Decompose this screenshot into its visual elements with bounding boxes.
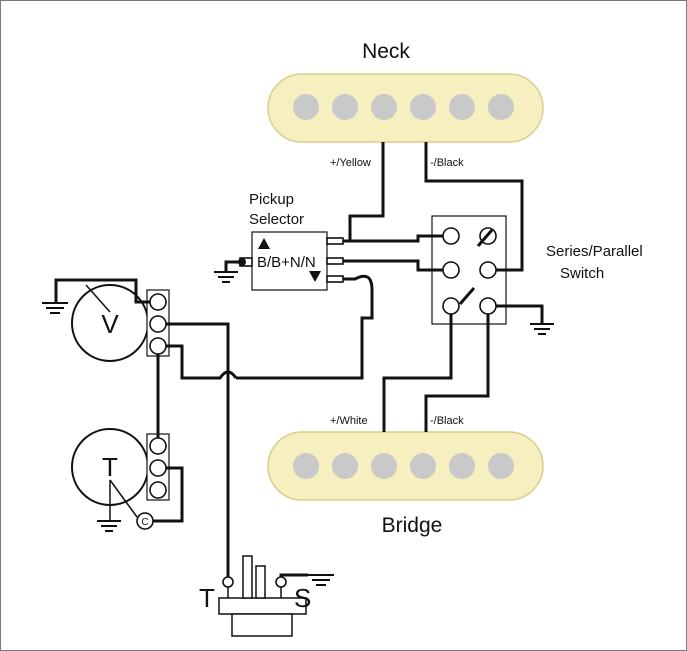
bridge-pickup-label: Bridge bbox=[382, 514, 443, 537]
selector-ground-icon bbox=[214, 260, 242, 283]
tone-wiper-line bbox=[109, 479, 138, 518]
jack-ring-blade bbox=[255, 565, 266, 599]
selector-down-arrow-icon bbox=[309, 271, 321, 282]
wiring bbox=[54, 142, 544, 577]
neck-positive-wire-label: +/Yellow bbox=[330, 157, 371, 169]
tone-capacitor: C bbox=[136, 512, 154, 530]
neck-pole-3 bbox=[371, 94, 397, 120]
bridge-pole-1 bbox=[293, 453, 319, 479]
bridge-pole-5 bbox=[449, 453, 475, 479]
bridge-pole-2 bbox=[332, 453, 358, 479]
wire-sp-jumper-1 bbox=[458, 287, 476, 305]
wire-bridge-positive bbox=[382, 314, 453, 432]
tone-lug-2 bbox=[149, 459, 167, 477]
bridge-positive-wire-label: +/White bbox=[330, 415, 368, 427]
volume-lug-2 bbox=[149, 315, 167, 333]
tone-pot: T bbox=[71, 428, 170, 506]
volume-lug-3 bbox=[149, 337, 167, 355]
volume-lug-1 bbox=[149, 293, 167, 311]
wire-neck-negative bbox=[424, 142, 524, 272]
tone-pot-label: T bbox=[102, 452, 118, 482]
bridge-pole-6 bbox=[488, 453, 514, 479]
sp-lug-4 bbox=[479, 261, 497, 279]
wire-volume-ground bbox=[54, 278, 150, 304]
wire-sp-jumper-2 bbox=[476, 229, 494, 247]
selector-lug-1 bbox=[326, 237, 344, 245]
jack-tip-blade bbox=[242, 555, 253, 599]
bridge-pickup-body bbox=[267, 431, 544, 501]
neck-pickup bbox=[267, 73, 544, 143]
volume-ground-icon bbox=[42, 302, 68, 314]
wire-selector-to-volume bbox=[236, 274, 374, 380]
neck-pickup-body bbox=[267, 73, 544, 143]
neck-pole-2 bbox=[332, 94, 358, 120]
volume-pot-label: V bbox=[101, 309, 119, 339]
volume-wiper-line bbox=[85, 284, 111, 313]
jack-tip-label: T bbox=[199, 583, 215, 613]
selector-lug-2 bbox=[326, 257, 344, 265]
jack-sleeve-lug bbox=[275, 576, 287, 588]
neck-pole-1 bbox=[293, 94, 319, 120]
jack-base bbox=[218, 597, 307, 615]
neck-negative-wire-label: -/Black bbox=[430, 157, 464, 169]
jack-sleeve-label: S bbox=[294, 583, 311, 613]
bridge-pole-3 bbox=[371, 453, 397, 479]
selector-lug-3 bbox=[326, 275, 344, 283]
neck-pole-4 bbox=[410, 94, 436, 120]
wire-tone-to-cap bbox=[153, 466, 184, 523]
pickup-selector-switch: B/B+N/N bbox=[238, 231, 344, 291]
sp-lug-5 bbox=[442, 297, 460, 315]
wire-selector-sp-3 bbox=[343, 259, 443, 272]
output-jack bbox=[218, 555, 307, 637]
wire-bridge-negative bbox=[424, 314, 490, 432]
switch-ground-icon bbox=[530, 323, 554, 335]
selector-up-arrow-icon bbox=[258, 238, 270, 249]
wire-volume-to-jack bbox=[166, 322, 230, 577]
series-parallel-title-line2: Switch bbox=[560, 265, 604, 282]
series-parallel-title-line1: Series/Parallel bbox=[546, 243, 643, 260]
series-parallel-switch bbox=[431, 215, 507, 325]
jack-ground-icon bbox=[308, 574, 334, 586]
selector-title-line2: Selector bbox=[249, 211, 304, 228]
bridge-negative-wire-label: -/Black bbox=[430, 415, 464, 427]
volume-pot: V bbox=[71, 284, 170, 362]
tone-lug-3 bbox=[149, 481, 167, 499]
selector-title-line1: Pickup bbox=[249, 191, 294, 208]
neck-pickup-label: Neck bbox=[362, 40, 410, 63]
wire-volume-input bbox=[166, 344, 238, 380]
bridge-pickup bbox=[267, 431, 544, 501]
jack-tip-lug bbox=[222, 576, 234, 588]
tone-ground-icon bbox=[97, 520, 121, 532]
neck-pole-5 bbox=[449, 94, 475, 120]
sp-lug-6 bbox=[479, 297, 497, 315]
jack-barrel bbox=[231, 613, 293, 637]
sp-lug-3 bbox=[442, 261, 460, 279]
tone-lug-1 bbox=[149, 437, 167, 455]
sp-lug-1 bbox=[442, 227, 460, 245]
bridge-pole-4 bbox=[410, 453, 436, 479]
neck-pole-6 bbox=[488, 94, 514, 120]
wire-sp-ground bbox=[496, 304, 544, 324]
wire-jack-ground bbox=[279, 573, 308, 577]
capacitor-label: C bbox=[141, 517, 148, 528]
wire-selector-sp-1 bbox=[343, 234, 443, 243]
selector-position-text: B/B+N/N bbox=[257, 254, 316, 271]
